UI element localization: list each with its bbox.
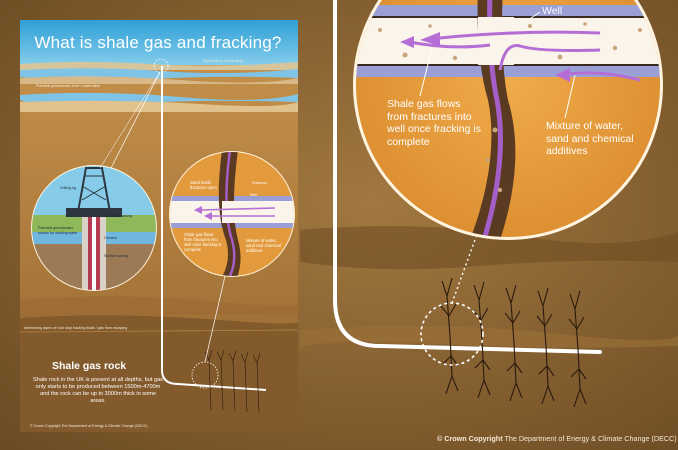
main-well-pipe — [333, 0, 602, 354]
surface-casing-label: Surface casing — [104, 254, 128, 258]
zoom-well-label: Well — [542, 5, 563, 17]
background-rock-band — [300, 226, 678, 270]
sea-note: The Earth is 4.5 km deep — [203, 59, 244, 63]
zoom-connector-line — [451, 236, 477, 304]
aquifer-note: Potential groundwater source for drinkin… — [38, 226, 78, 235]
mixture-label-small: Mixture of water, sand and chemical addi… — [246, 238, 281, 253]
fracture-cluster — [440, 277, 587, 408]
poster-fractures — [204, 349, 261, 414]
sand-label: Sand holds fractures open — [190, 180, 217, 190]
shale-flow-label-small: Shale gas flows from fractures into well… — [184, 232, 222, 252]
credit-prefix: © Crown Copyright — [437, 434, 503, 443]
poster-well-pipe — [161, 66, 267, 391]
conductor-casing-label: Conductor casing — [104, 214, 132, 218]
fractures-label: Fractures — [252, 181, 268, 185]
poster-sky — [20, 20, 298, 65]
zoom-mixture-label: Mixture of water, sand and chemical addi… — [546, 120, 634, 157]
poster-footer-note: © Crown Copyright The Department of Ener… — [30, 424, 148, 428]
drilling-rig-label: Drilling rig — [60, 186, 76, 190]
credit-line: © Crown Copyright The Department of Ener… — [437, 434, 677, 443]
shale-body: Shale rock in the UK is present at all d… — [33, 377, 163, 404]
layers-note: Intervening layers of rock stop fracking… — [24, 326, 128, 330]
well-label-small: Well — [250, 193, 257, 197]
shale-heading: Shale gas rock — [52, 360, 127, 372]
groundwater-note: Potential groundwater level / water tabl… — [36, 84, 100, 88]
small-zoom-circle — [170, 152, 294, 276]
zoom-circle — [356, 0, 660, 237]
poster — [20, 20, 298, 432]
poster-title: What is shale gas and fracking? — [34, 33, 282, 52]
zoom-shale-flow-label: Shale gas flows from fractures into well… — [387, 98, 481, 148]
credit-text: The Department of Energy & Climate Chang… — [504, 434, 677, 443]
cement-label: Cement — [104, 236, 117, 240]
background-rock-band-2 — [300, 325, 678, 348]
